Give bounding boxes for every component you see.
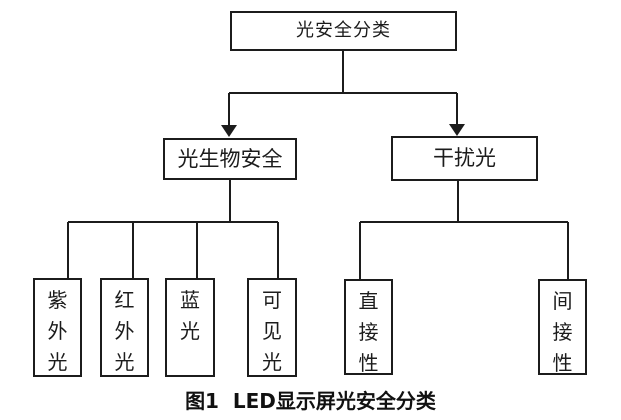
node-photobiological-safety: 光生物安全 (163, 138, 297, 180)
node-label: 光安全分类 (296, 20, 391, 41)
node-label: 光生物安全 (177, 146, 283, 171)
node-interference-light: 干扰光 (391, 136, 538, 181)
leaf-node-indirect: 间接性 (538, 279, 587, 375)
leaf-node-visible-light: 可见光 (247, 278, 297, 377)
leaf-label: 间接性 (552, 289, 573, 375)
leaf-label: 红外光 (114, 288, 135, 374)
leaf-node-infrared: 红外光 (100, 278, 149, 377)
leaf-node-direct: 直接性 (344, 279, 393, 375)
arrowhead-left-icon (221, 125, 237, 137)
node-light-safety-classification: 光安全分类 (230, 11, 457, 51)
leaf-node-ultraviolet: 紫外光 (33, 278, 82, 377)
leaf-label: 蓝光 (180, 288, 200, 343)
leaf-label: 可见光 (262, 288, 282, 374)
arrowhead-right-icon (449, 124, 465, 136)
node-label: 干扰光 (433, 146, 496, 170)
leaf-node-blue-light: 蓝光 (165, 278, 215, 377)
leaf-label: 直接性 (358, 289, 379, 375)
leaf-label: 紫外光 (47, 288, 68, 374)
figure-caption: 图1 LED显示屏光安全分类 (185, 389, 436, 413)
